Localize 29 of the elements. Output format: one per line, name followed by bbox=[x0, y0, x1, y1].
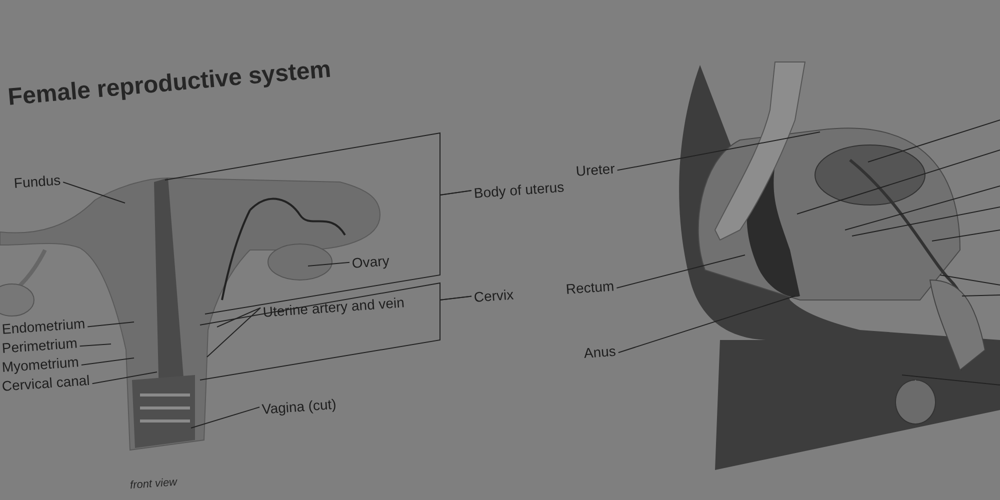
leader-line bbox=[618, 296, 796, 354]
leader-line bbox=[204, 190, 472, 314]
leader-line bbox=[62, 182, 126, 204]
leader-line bbox=[87, 322, 134, 328]
part-label: Endometrium bbox=[1, 316, 86, 338]
leader-line bbox=[80, 358, 134, 366]
part-label: Myometrium bbox=[1, 354, 80, 376]
leader-line bbox=[79, 344, 112, 347]
part-label: Ovary bbox=[351, 253, 390, 272]
part-label: Ureter bbox=[575, 161, 616, 180]
leader-line bbox=[616, 254, 746, 288]
part-label: Fundus bbox=[13, 172, 62, 192]
leader-line bbox=[200, 296, 472, 380]
leader-line bbox=[308, 262, 350, 266]
part-label: Anus bbox=[583, 344, 616, 362]
leader-line bbox=[206, 307, 261, 358]
title: Female reproductive system bbox=[6, 56, 332, 112]
part-label: Vagina (cut) bbox=[261, 396, 337, 418]
leader-line bbox=[216, 307, 261, 328]
leader-line bbox=[92, 372, 158, 384]
part-label: Cervix bbox=[473, 287, 514, 306]
part-label: Perimetrium bbox=[1, 336, 78, 356]
part-label: Rectum bbox=[565, 278, 615, 298]
part-label: Uterine artery and vein bbox=[262, 295, 405, 320]
leader-line bbox=[190, 406, 260, 428]
part-label: Body of uterus bbox=[473, 180, 565, 202]
view-caption: front view bbox=[130, 476, 178, 492]
part-label: Cervical canal bbox=[1, 372, 90, 394]
leader-line bbox=[616, 132, 820, 171]
